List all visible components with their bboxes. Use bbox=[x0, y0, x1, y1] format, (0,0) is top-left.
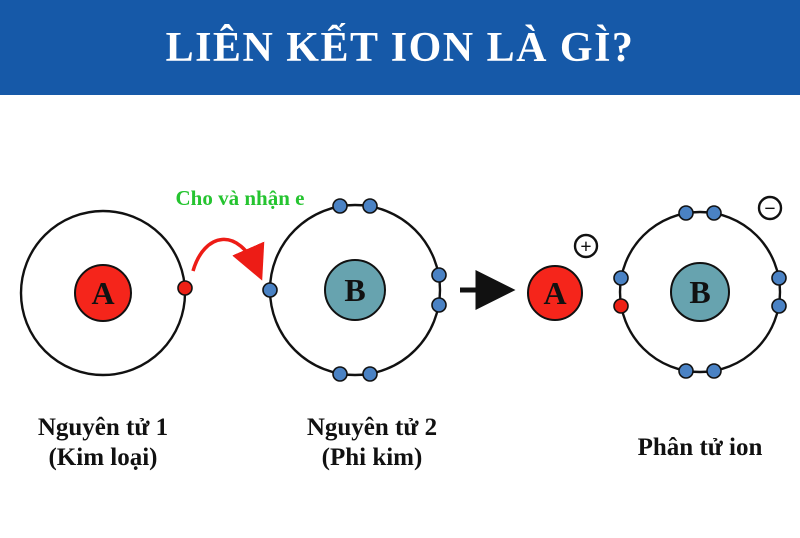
give-receive-electron-label: Cho và nhận e bbox=[176, 186, 305, 210]
electron-dot bbox=[678, 363, 694, 379]
electron-dot bbox=[431, 267, 447, 283]
electron-dot bbox=[332, 366, 348, 382]
electron-dot bbox=[706, 205, 722, 221]
atom-2-nonmetal: B Nguyên tử 2 (Phi kim) bbox=[262, 198, 447, 471]
ionic-bond-diagram: Cho và nhận e A Nguyên tử 1 (Kim loại) B… bbox=[0, 95, 800, 533]
cation-symbol: A bbox=[543, 275, 566, 311]
plus-charge-icon bbox=[573, 233, 599, 259]
electron-transfer-arrow bbox=[191, 237, 265, 281]
electron-dot bbox=[262, 282, 278, 298]
atom1-label-line2: (Kim loại) bbox=[48, 444, 157, 471]
cation-nucleus bbox=[527, 265, 583, 321]
gained-electron-red bbox=[613, 298, 629, 314]
atom1-valence-electron-red bbox=[177, 280, 193, 296]
atom-1-metal: A Nguyên tử 1 (Kim loại) bbox=[19, 209, 193, 471]
diagram-canvas: Cho và nhận e A Nguyên tử 1 (Kim loại) B… bbox=[19, 186, 787, 471]
atom2-nucleus bbox=[324, 259, 386, 321]
cation-a: A + bbox=[527, 233, 599, 321]
minus-charge-label: − bbox=[764, 198, 775, 220]
atom2-symbol: B bbox=[344, 272, 365, 308]
atom1-nucleus bbox=[74, 264, 132, 322]
page-title: LIÊN KẾT ION LÀ GÌ? bbox=[165, 24, 635, 71]
ion-molecule-label: Phân tử ion bbox=[638, 434, 763, 461]
electron-dot bbox=[706, 363, 722, 379]
atom1-label-line1: Nguyên tử 1 bbox=[38, 414, 168, 441]
minus-charge-icon bbox=[757, 195, 783, 221]
electron-dot bbox=[771, 270, 787, 286]
electron-dot bbox=[613, 270, 629, 286]
atom1-symbol: A bbox=[91, 275, 114, 311]
anion-symbol: B bbox=[689, 274, 710, 310]
electron-dot bbox=[362, 366, 378, 382]
atom2-label-line1: Nguyên tử 2 bbox=[307, 414, 437, 441]
atom2-label-line2: (Phi kim) bbox=[322, 444, 423, 471]
electron-dot bbox=[678, 205, 694, 221]
anion-orbit bbox=[618, 210, 782, 374]
anion-nucleus bbox=[670, 262, 730, 322]
plus-charge-label: + bbox=[580, 236, 591, 258]
electron-dot bbox=[362, 198, 378, 214]
electron-dot bbox=[431, 297, 447, 313]
electron-dot bbox=[771, 298, 787, 314]
anion-b: B − Phân tử ion bbox=[613, 195, 787, 461]
title-banner: LIÊN KẾT ION LÀ GÌ? bbox=[0, 0, 800, 95]
electron-dot bbox=[332, 198, 348, 214]
